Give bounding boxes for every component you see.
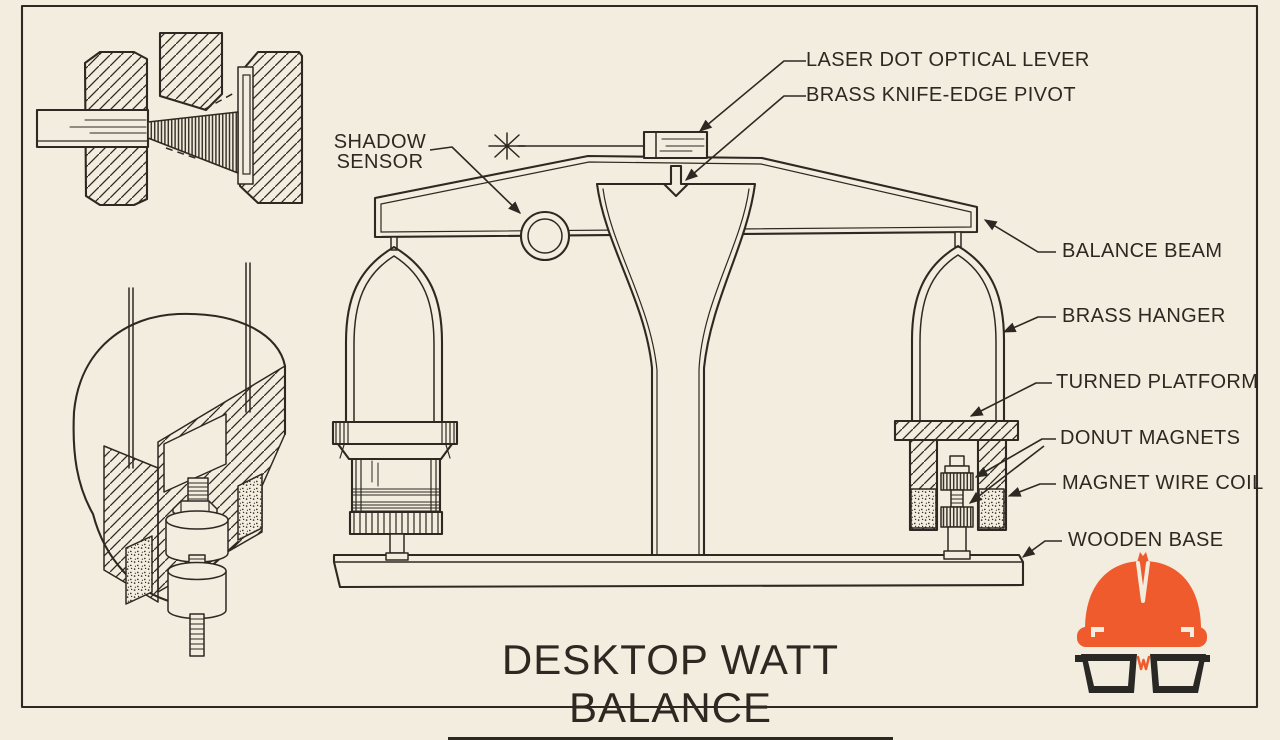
- laser-pivot-cross-section-detail: [35, 31, 304, 207]
- hanger-wires: [128, 262, 251, 469]
- right-brass-hanger: [910, 244, 1006, 422]
- donut-magnets-stack: [940, 455, 974, 528]
- label-balance-beam: BALANCE BEAM: [1062, 240, 1223, 262]
- drawing-border-frame: [20, 4, 1259, 709]
- technical-drawing: [20, 4, 1259, 709]
- right-platform-cross-section: [893, 419, 1020, 560]
- label-turned-platform: TURNED PLATFORM: [1056, 371, 1259, 393]
- label-shadow-sensor-line1: SHADOW: [333, 131, 427, 153]
- sensor-plate: [237, 66, 254, 185]
- label-brass-hanger: BRASS HANGER: [1062, 305, 1226, 327]
- channel-logo: [1075, 552, 1210, 693]
- label-shadow-sensor-line2: SENSOR: [336, 151, 424, 173]
- knife-edge-pivot: [662, 164, 690, 198]
- magnet-coil-cutaway-detail: [72, 262, 287, 657]
- drawing-title: DESKTOP WATT BALANCE: [448, 636, 893, 740]
- left-turned-platform: [331, 420, 459, 561]
- shadow-sensor: [519, 210, 571, 262]
- wooden-base: [332, 553, 1025, 589]
- laser-star-icon: [488, 132, 526, 160]
- right-hanger-pin: [954, 231, 962, 248]
- label-wooden-base: WOODEN BASE: [1068, 529, 1224, 551]
- left-hanger-pin: [390, 236, 398, 251]
- bolt-and-magnets: [165, 477, 229, 657]
- magnet-wire-coil-section: [910, 488, 937, 529]
- label-brass-knife-edge-pivot: BRASS KNIFE-EDGE PIVOT: [806, 84, 1076, 106]
- magnet-wire-coil-section: [978, 488, 1005, 529]
- glasses-icon: [1075, 654, 1210, 693]
- hard-hat-icon: [1077, 552, 1207, 647]
- leader-lines: [429, 60, 1062, 558]
- label-magnet-wire-coil: MAGNET WIRE COIL: [1062, 472, 1264, 494]
- coil-section: [125, 535, 153, 605]
- label-laser-dot-optical-lever: LASER DOT OPTICAL LEVER: [806, 49, 1090, 71]
- center-column: [595, 182, 757, 558]
- laser-tube: [35, 108, 150, 149]
- laser-cone: [147, 111, 239, 174]
- label-shadow-sensor: SHADOW SENSOR: [332, 132, 428, 172]
- left-brass-hanger: [344, 245, 444, 424]
- label-donut-magnets: DONUT MAGNETS: [1060, 427, 1241, 449]
- laser-pointer: [642, 130, 709, 160]
- coil-section: [237, 473, 263, 541]
- knife-edge-section: [158, 31, 224, 112]
